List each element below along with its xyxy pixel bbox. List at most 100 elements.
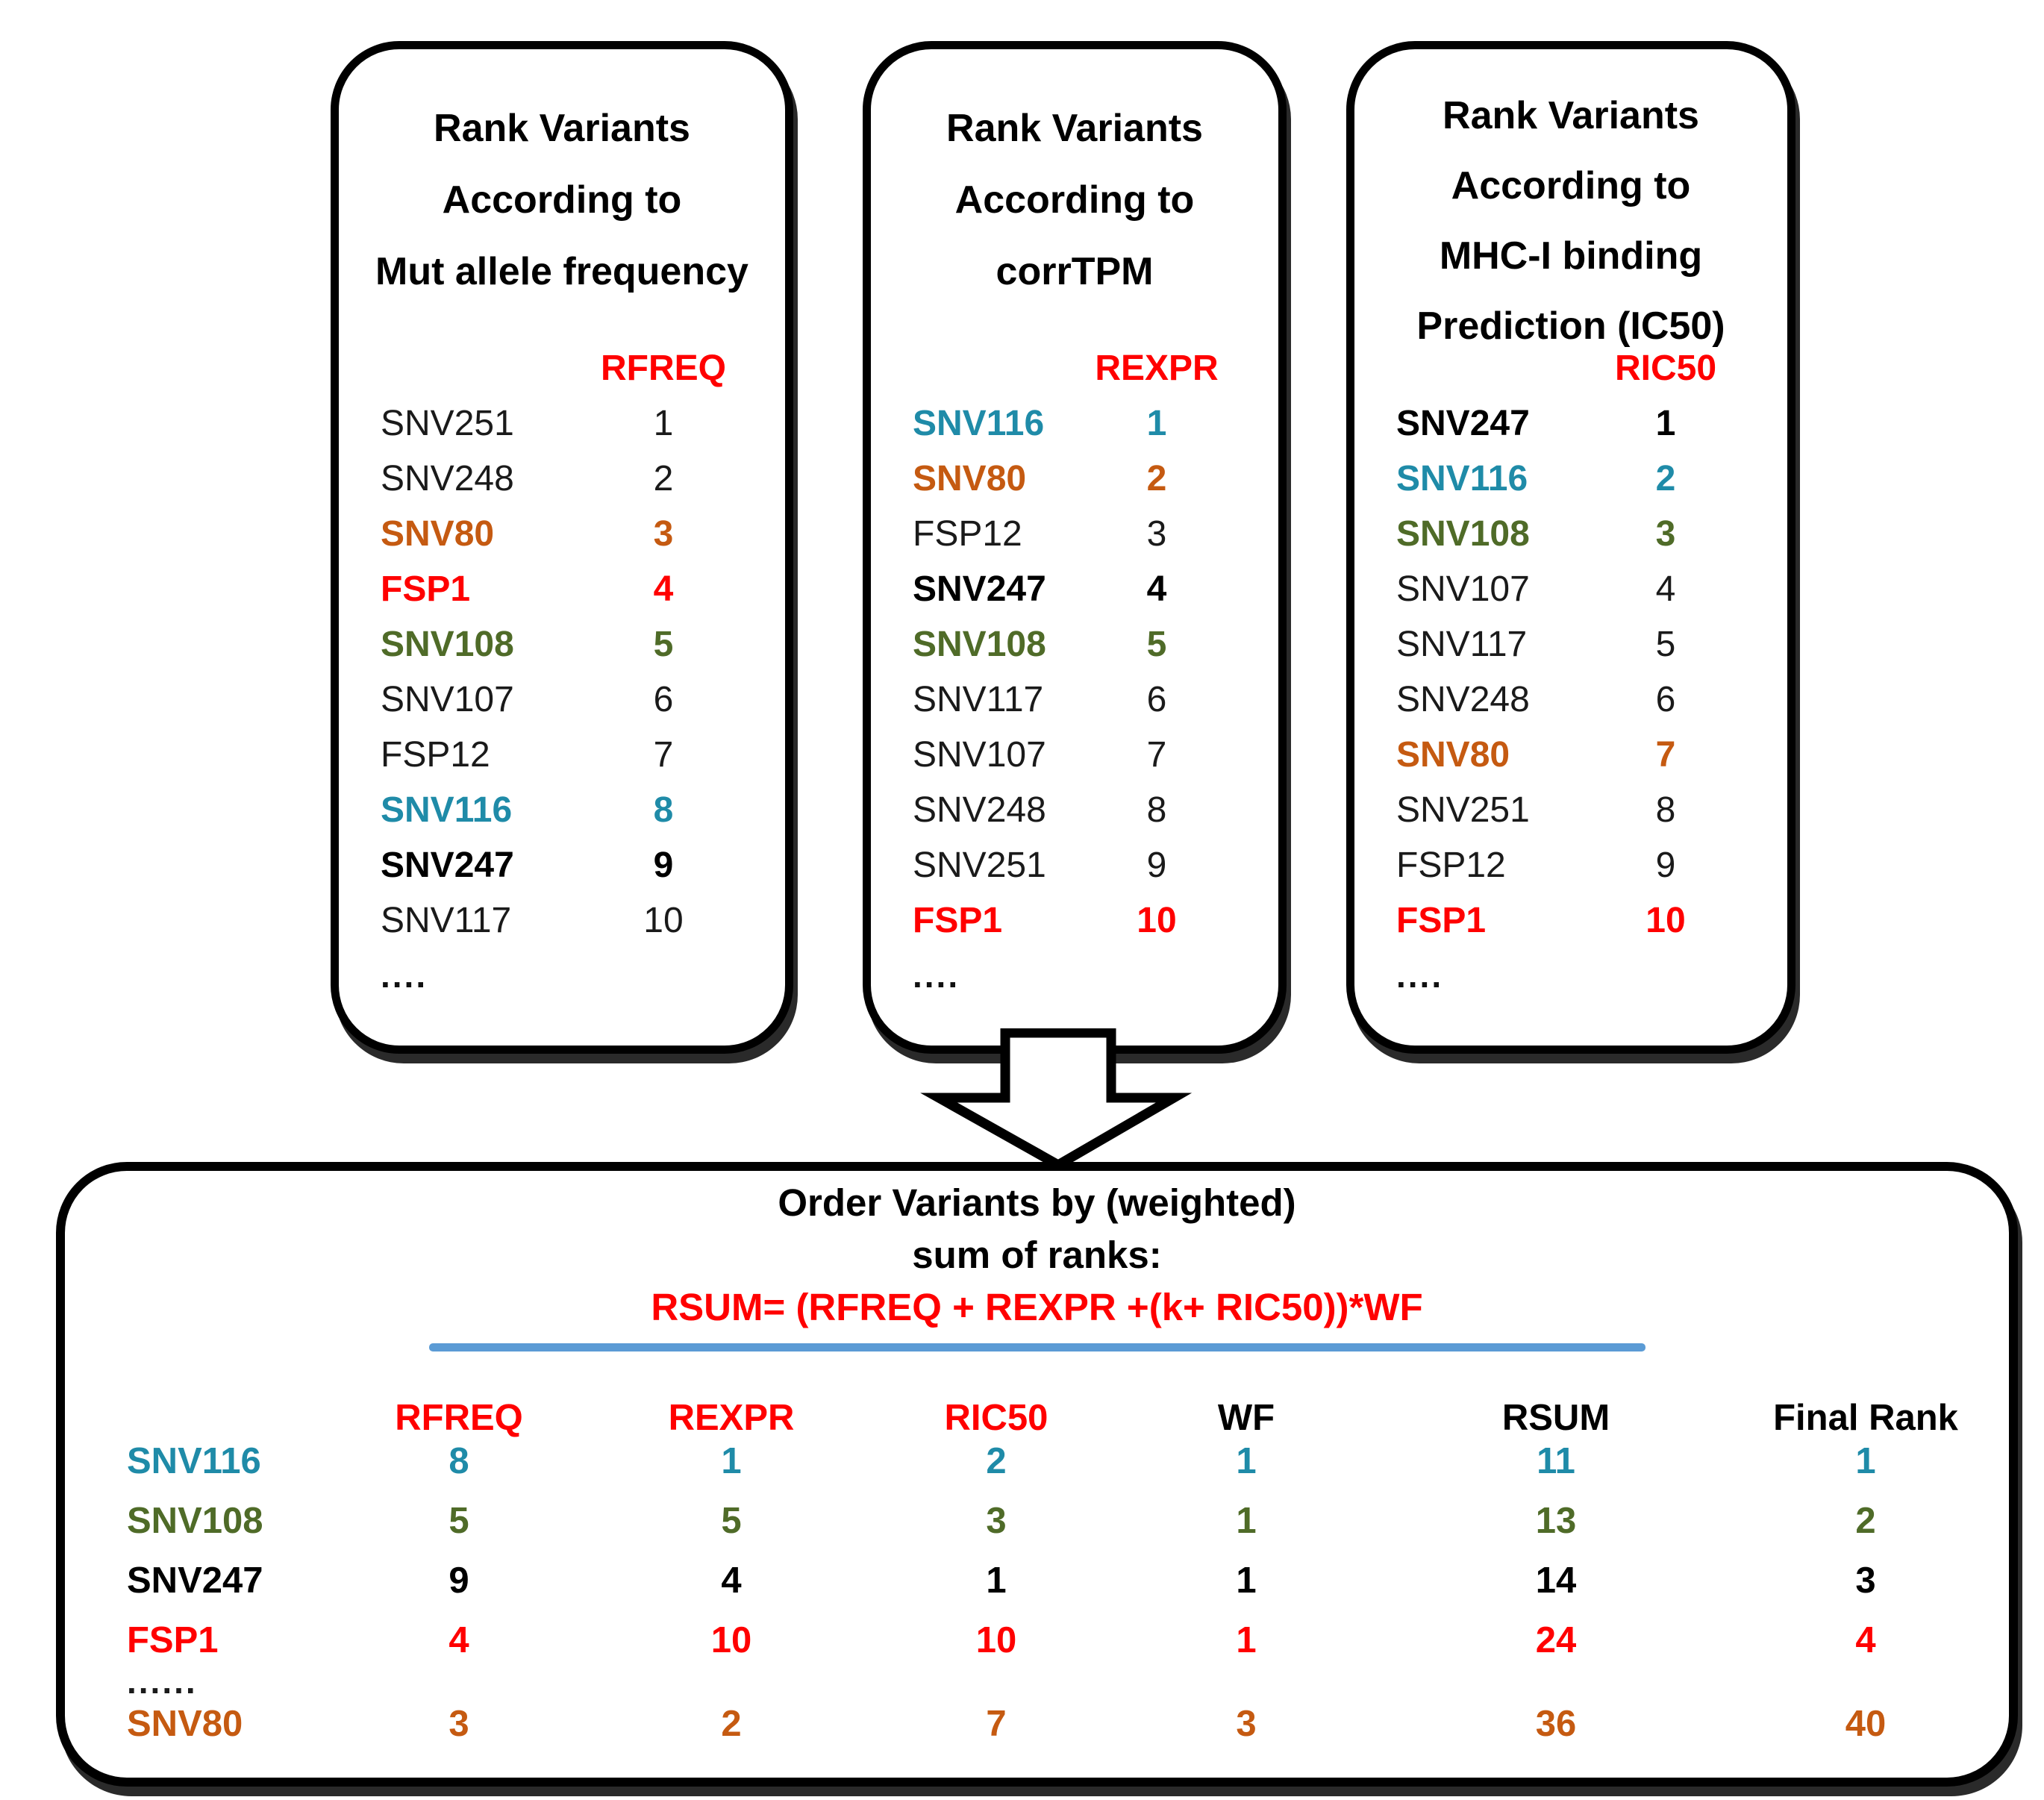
- column-header: REXPR: [668, 1398, 795, 1438]
- cell-value: 24: [1535, 1620, 1577, 1660]
- table-row: SNV107 7: [913, 727, 1220, 782]
- variant-label: SNV247: [127, 1560, 263, 1601]
- rank-box-ic50: Rank Variants According to MHC-I binding…: [1346, 41, 1795, 1054]
- table-row: SNV108 5: [913, 616, 1220, 672]
- table-header-row: REXPR: [913, 340, 1220, 396]
- variant-label: SNV247: [1396, 403, 1530, 443]
- rank-value: 5: [1655, 624, 1676, 664]
- variant-label: FSP12: [913, 513, 1022, 554]
- order-box: Order Variants by (weighted) sum of rank…: [56, 1162, 2018, 1787]
- bottom-row: SNV108 5 5 3 1 13 2: [65, 1493, 2009, 1549]
- rank-value: 9: [653, 845, 674, 885]
- table-row: FSP1 4: [381, 561, 727, 616]
- rank-value: 6: [1146, 679, 1167, 719]
- variant-label: FSP1: [1396, 900, 1487, 940]
- box-title-line: Rank Variants: [946, 107, 1203, 150]
- variant-label: SNV247: [381, 845, 514, 885]
- cell-value: 7: [986, 1704, 1007, 1744]
- rank-value: 4: [653, 569, 674, 609]
- cell-value: 1: [986, 1560, 1007, 1601]
- cell-value: 2: [1855, 1501, 1876, 1541]
- variant-label: SNV248: [381, 458, 514, 499]
- cell-value: 8: [449, 1441, 469, 1481]
- variant-label: SNV248: [1396, 679, 1530, 719]
- rank-box-frequency: Rank Variants According to Mut allele fr…: [331, 41, 793, 1054]
- box-title-line: According to: [954, 178, 1195, 222]
- table-row: SNV117 6: [913, 672, 1220, 727]
- variant-label: SNV108: [381, 624, 514, 664]
- variant-label: SNV116: [381, 790, 513, 830]
- box-title-line: Mut allele frequency: [375, 250, 748, 293]
- variant-label: SNV117: [1396, 624, 1528, 664]
- box-title-line: MHC-I binding: [1439, 234, 1703, 278]
- variant-label: FSP1: [127, 1620, 219, 1660]
- box-title-line: Prediction (IC50): [1416, 304, 1725, 348]
- variant-label: FSP12: [1396, 845, 1506, 885]
- divider-line: [428, 1343, 1645, 1351]
- variant-label: FSP1: [913, 900, 1003, 940]
- rank-column-header: RFREQ: [601, 348, 726, 388]
- cell-value: 14: [1535, 1560, 1577, 1601]
- bottom-header-row: RFREQ REXPR RIC50 WF RSUM Final Rank: [65, 1390, 2009, 1446]
- ellipsis: ....: [1396, 956, 1444, 995]
- cell-value: 3: [1236, 1704, 1257, 1744]
- order-title-line: Order Variants by (weighted): [778, 1181, 1296, 1224]
- box-title-line: corrTPM: [996, 250, 1154, 293]
- ellipsis: ......: [127, 1662, 198, 1701]
- rank-value: 10: [1645, 900, 1686, 940]
- box-title-line: Rank Variants: [434, 107, 690, 150]
- rank-value: 3: [653, 513, 674, 554]
- rank-value: 1: [653, 403, 674, 443]
- ellipsis: ....: [913, 956, 960, 995]
- rank-column-header: REXPR: [1095, 348, 1219, 388]
- table-row: SNV248 8: [913, 782, 1220, 837]
- rank-value: 3: [1146, 513, 1167, 554]
- cell-value: 36: [1535, 1704, 1577, 1744]
- box-title-line: According to: [1451, 164, 1691, 207]
- column-header: RSUM: [1501, 1398, 1610, 1438]
- box-title: Rank Variants According to corrTPM: [875, 93, 1274, 307]
- table-row: SNV80 2: [913, 451, 1220, 506]
- rank-value: 5: [653, 624, 674, 664]
- cell-value: 9: [449, 1560, 469, 1601]
- cell-value: 1: [1236, 1501, 1257, 1541]
- rank-table: REXPR SNV116 1 SNV80 2 FSP12 3 SNV247 4 …: [913, 340, 1220, 996]
- variant-label: SNV80: [1396, 734, 1510, 775]
- variant-label: SNV251: [381, 403, 514, 443]
- cell-value: 3: [986, 1501, 1007, 1541]
- variant-label: SNV116: [1396, 458, 1528, 499]
- variant-label: SNV251: [913, 845, 1046, 885]
- rank-value: 1: [1146, 403, 1167, 443]
- table-row: SNV117 10: [381, 893, 727, 948]
- table-row: SNV247 1: [1396, 396, 1729, 451]
- rank-value: 9: [1146, 845, 1167, 885]
- box-title: Rank Variants According to Mut allele fr…: [343, 93, 781, 307]
- cell-value: 3: [449, 1704, 469, 1744]
- rank-value: 1: [1655, 403, 1676, 443]
- variant-label: SNV108: [127, 1501, 263, 1541]
- cell-value: 1: [1236, 1620, 1257, 1660]
- cell-value: 10: [710, 1620, 752, 1660]
- table-row: FSP1 10: [913, 893, 1220, 948]
- rank-value: 7: [653, 734, 674, 775]
- cell-value: 2: [721, 1704, 742, 1744]
- cell-value: 10: [975, 1620, 1017, 1660]
- table-row: SNV80 7: [1396, 727, 1729, 782]
- box-title-line: Rank Variants: [1443, 94, 1699, 137]
- cell-value: 4: [449, 1620, 469, 1660]
- table-row: FSP12 7: [381, 727, 727, 782]
- table-row: SNV251 9: [913, 837, 1220, 893]
- bottom-row: FSP1 4 10 10 1 24 4: [65, 1613, 2009, 1668]
- table-row: FSP1 10: [1396, 893, 1729, 948]
- variant-label: SNV80: [913, 458, 1027, 499]
- variant-label: SNV248: [913, 790, 1046, 830]
- rank-value: 8: [653, 790, 674, 830]
- bottom-row: SNV247 9 4 1 1 14 3: [65, 1553, 2009, 1608]
- cell-value: 3: [1855, 1560, 1876, 1601]
- table-row: SNV116 2: [1396, 451, 1729, 506]
- variant-label: SNV108: [1396, 513, 1530, 554]
- variant-label: SNV117: [381, 900, 512, 940]
- rank-value: 2: [1655, 458, 1676, 499]
- table-row: FSP12 9: [1396, 837, 1729, 893]
- table-row: SNV117 5: [1396, 616, 1729, 672]
